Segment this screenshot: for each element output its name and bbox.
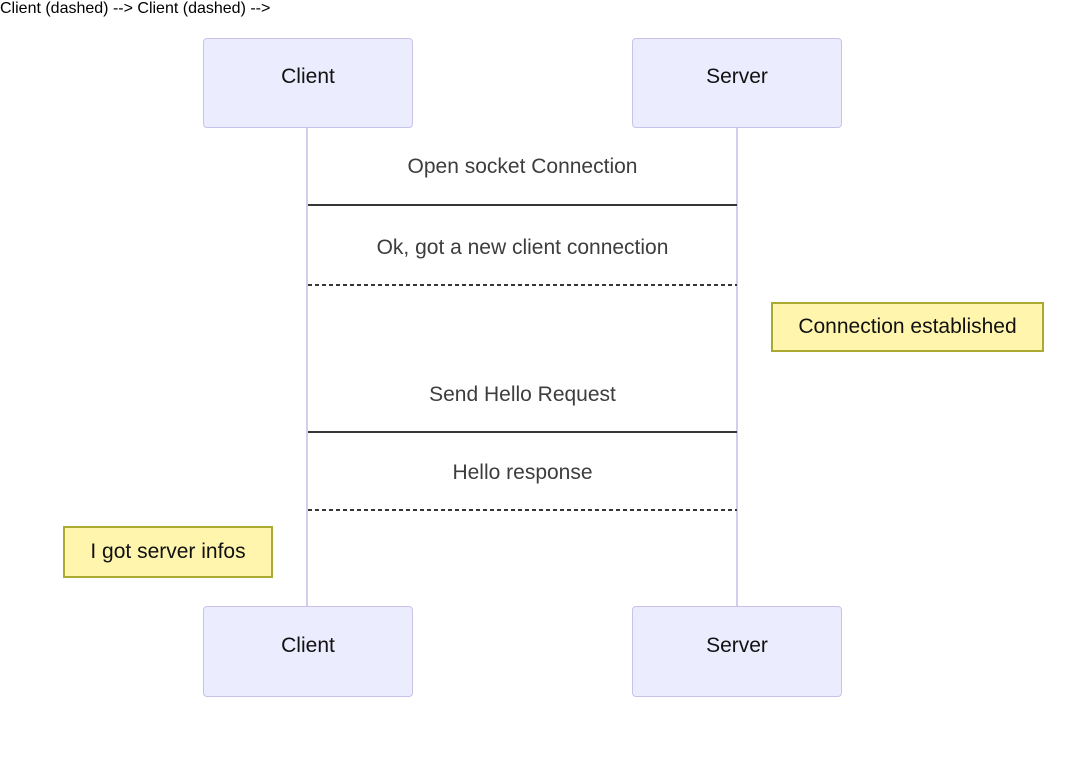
- lifeline-client: [306, 128, 308, 606]
- lifeline-server: [736, 128, 738, 606]
- message-line-hello-response: [308, 509, 737, 511]
- actor-label-server-bottom: Server: [706, 633, 768, 657]
- actor-box-client-bottom: Client: [203, 606, 413, 697]
- note-connection-established: Connection established: [771, 302, 1044, 352]
- message-line-open-socket: [308, 204, 737, 206]
- note-connection-established-text: Connection established: [798, 315, 1017, 338]
- actor-label-server-top: Server: [706, 65, 768, 88]
- actor-box-server-top: Server: [632, 38, 842, 128]
- message-line-send-hello-request: [308, 431, 737, 433]
- message-text-send-hello-request: Send Hello Request: [429, 383, 616, 406]
- message-text-hello-response: Hello response: [452, 461, 593, 484]
- message-line-new-client-connection: [308, 284, 737, 286]
- actor-label-client-bottom: Client: [281, 633, 335, 657]
- message-text-new-client-connection: Ok, got a new client connection: [376, 236, 669, 259]
- note-got-server-infos: I got server infos: [63, 526, 273, 578]
- message-text-open-socket: Open socket Connection: [407, 155, 638, 178]
- actor-box-client-top: Client: [203, 38, 413, 128]
- actor-label-client-top: Client: [281, 65, 335, 88]
- note-got-server-infos-text: I got server infos: [90, 540, 246, 563]
- actor-box-server-bottom: Server: [632, 606, 842, 697]
